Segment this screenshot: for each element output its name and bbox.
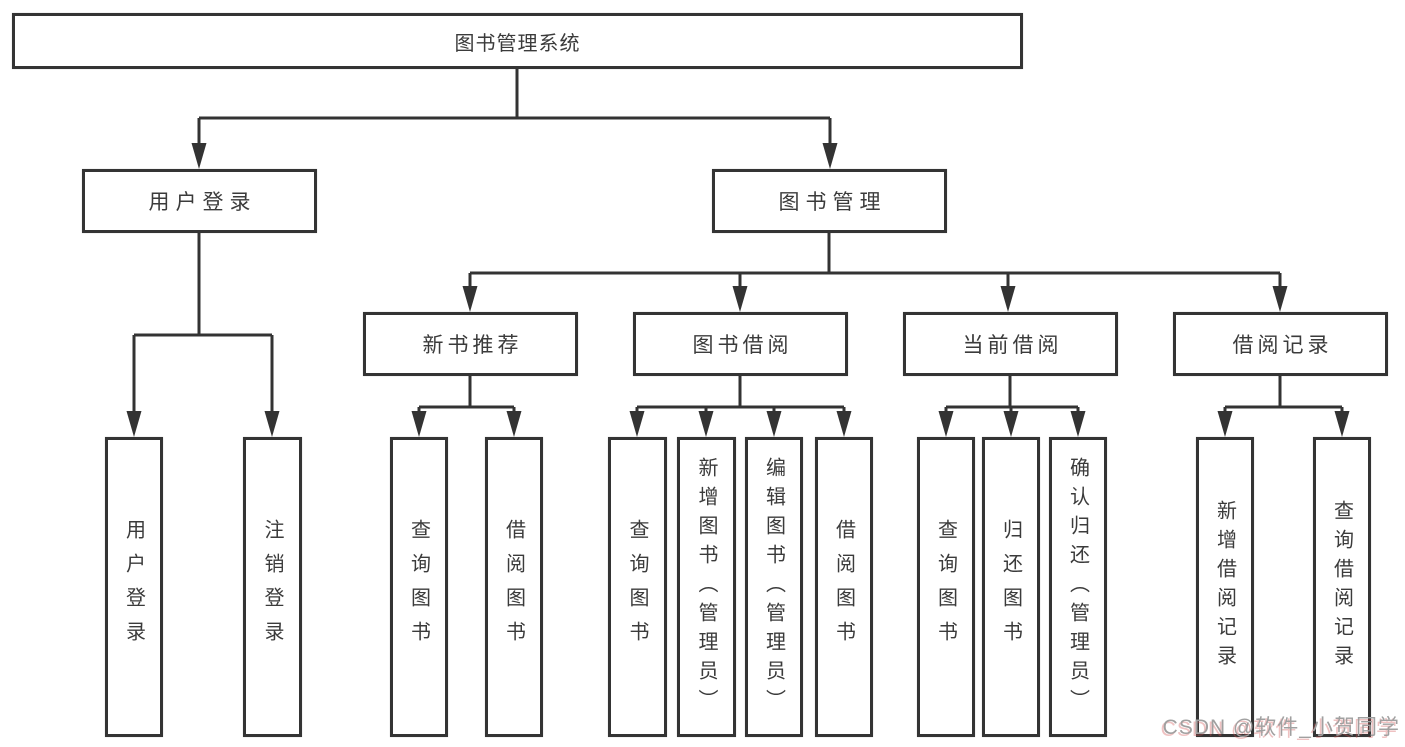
connector-user-login	[132, 233, 274, 414]
leaf-query-books-current: 查询图书	[917, 437, 975, 737]
connector-current-borrow	[944, 376, 1080, 414]
leaf-confirm-return-admin-label: 确认归还（管理员）	[1066, 456, 1089, 718]
node-current-borrow: 当前借阅	[903, 312, 1118, 376]
leaf-query-borrow-record-label: 查询借阅记录	[1330, 500, 1353, 674]
leaf-query-books-borrow-label: 查询图书	[626, 519, 648, 655]
leaf-user-login: 用户登录	[105, 437, 163, 737]
node-borrow-records-label: 借阅记录	[1232, 334, 1333, 357]
leaf-return-book-label: 归还图书	[999, 519, 1022, 655]
node-user-login: 用户登录	[82, 169, 317, 233]
connector-book-borrow	[635, 376, 846, 414]
node-book-borrow-label: 图书借阅	[692, 334, 793, 357]
node-root-label: 图书管理系统	[454, 32, 581, 55]
leaf-edit-book-admin: 编辑图书（管理员）	[745, 437, 803, 737]
leaf-add-borrow-record: 新增借阅记录	[1196, 437, 1254, 737]
node-book-borrow: 图书借阅	[633, 312, 848, 376]
leaf-add-book-admin-label: 新增图书（管理员）	[695, 456, 717, 718]
connector-borrow-records	[1223, 376, 1344, 414]
leaf-user-login-label: 用户登录	[122, 519, 145, 655]
leaf-borrow-books-borrow-label: 借阅图书	[832, 519, 855, 655]
leaf-query-borrow-record: 查询借阅记录	[1313, 437, 1371, 737]
leaf-query-books-borrow: 查询图书	[608, 437, 667, 737]
node-new-book-recommend: 新书推荐	[363, 312, 578, 376]
node-new-book-recommend-label: 新书推荐	[422, 334, 523, 357]
leaf-logout: 注销登录	[243, 437, 302, 737]
leaf-edit-book-admin-label: 编辑图书（管理员）	[762, 456, 785, 718]
node-book-management-label: 图书管理	[778, 191, 887, 214]
leaf-borrow-books-borrow: 借阅图书	[815, 437, 873, 737]
connector-book-management	[468, 233, 1282, 289]
leaf-query-books-current-label: 查询图书	[934, 519, 957, 655]
node-root: 图书管理系统	[12, 13, 1023, 69]
leaf-borrow-books-recommend: 借阅图书	[485, 437, 543, 737]
leaf-return-book: 归还图书	[982, 437, 1040, 737]
leaf-add-book-admin: 新增图书（管理员）	[677, 437, 736, 737]
node-borrow-records: 借阅记录	[1173, 312, 1388, 376]
node-user-login-label: 用户登录	[148, 191, 257, 214]
leaf-add-borrow-record-label: 新增借阅记录	[1213, 500, 1236, 674]
leaf-query-books-recommend-label: 查询图书	[407, 519, 430, 655]
leaf-logout-label: 注销登录	[261, 519, 283, 655]
arrowheads	[126, 143, 1350, 437]
connector-new-book-recommend	[417, 376, 516, 414]
csdn-watermark: CSDN @软件_小贺同学	[1162, 716, 1400, 739]
leaf-borrow-books-recommend-label: 借阅图书	[502, 519, 525, 655]
connector-root	[197, 69, 832, 146]
leaf-query-books-recommend: 查询图书	[390, 437, 448, 737]
node-book-management: 图书管理	[712, 169, 947, 233]
node-current-borrow-label: 当前借阅	[962, 334, 1063, 357]
leaf-confirm-return-admin: 确认归还（管理员）	[1049, 437, 1107, 737]
